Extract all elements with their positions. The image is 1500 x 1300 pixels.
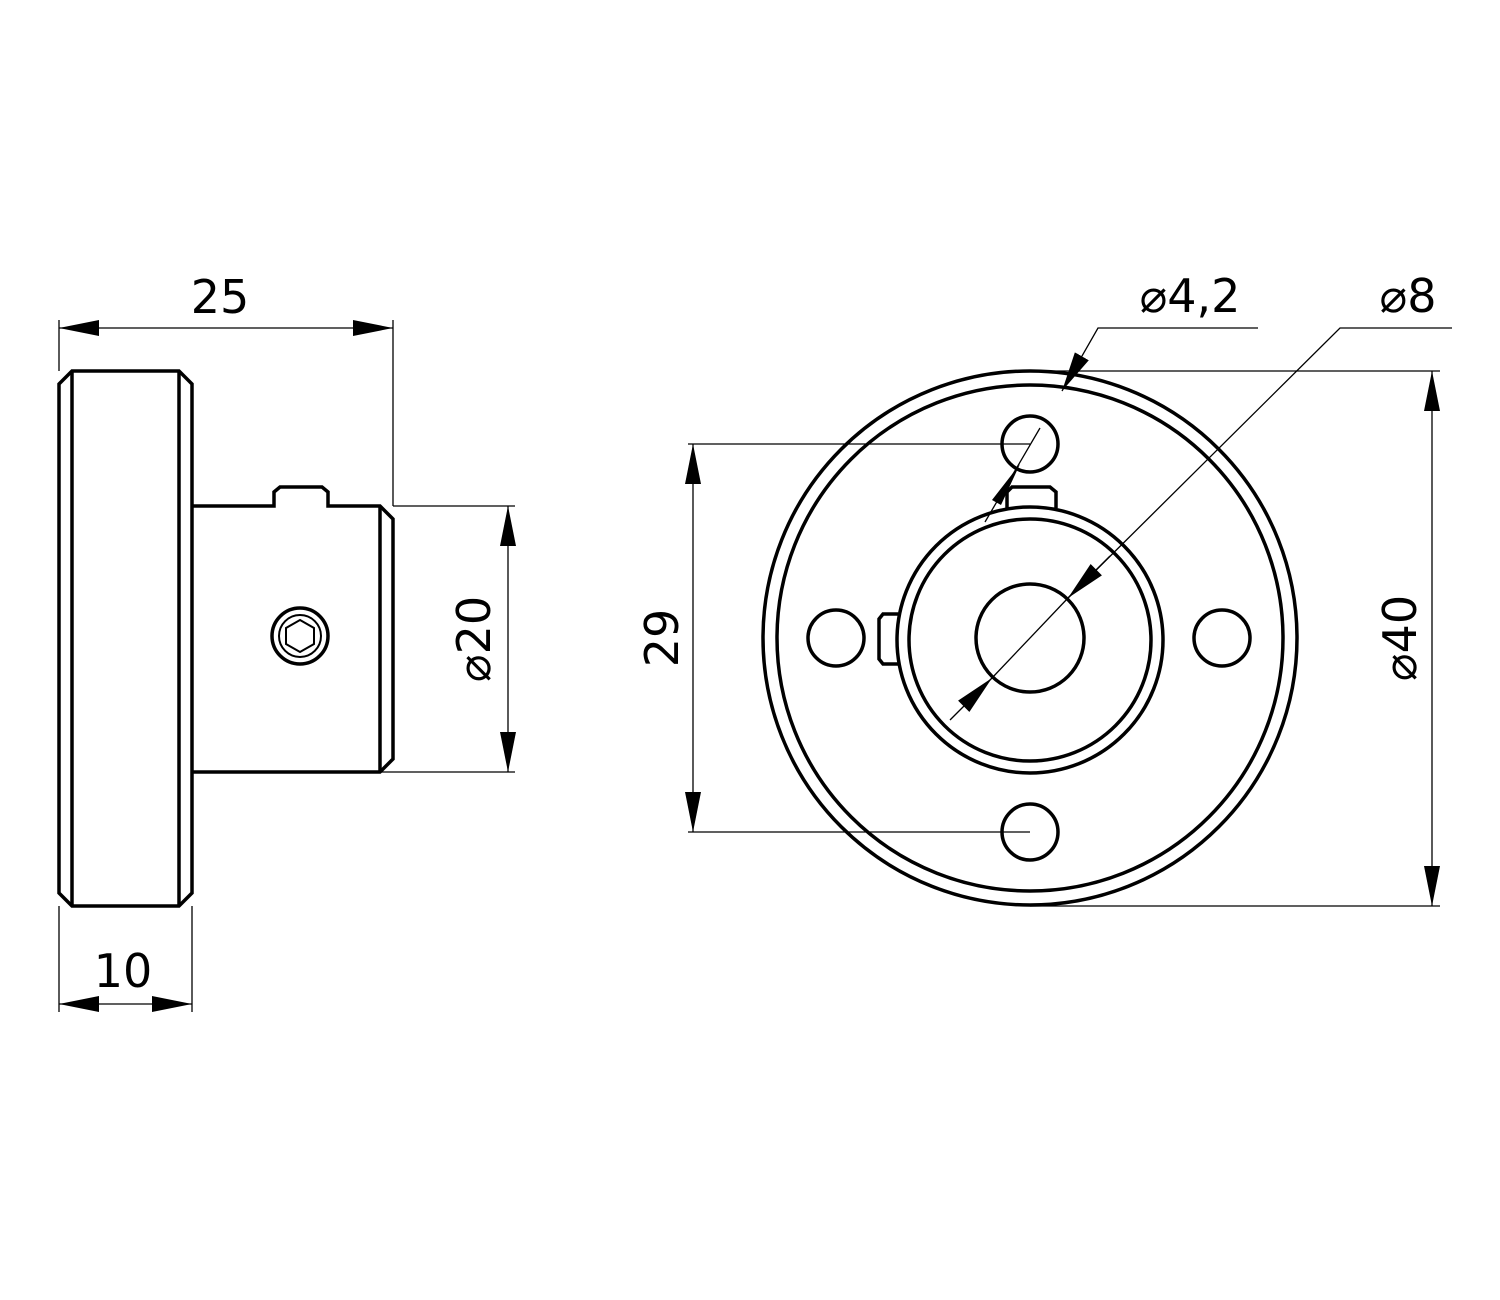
dim-overall-length: 25	[191, 270, 250, 324]
bore-leader	[1067, 327, 1452, 599]
hub-outline	[192, 485, 395, 774]
side-view: 25 10 ⌀20	[57, 270, 516, 1012]
dim-hole-diameter: ⌀4,2	[1140, 269, 1241, 323]
dim-outer-diameter: ⌀40	[1373, 595, 1427, 681]
flange-outline	[57, 369, 194, 908]
set-screw	[270, 606, 330, 666]
mounting-hole	[1192, 608, 1252, 668]
hub-circle	[895, 505, 1165, 775]
side-key	[877, 612, 898, 666]
bore-leader-arrow	[949, 677, 993, 721]
outer-chamfer-circle	[775, 383, 1285, 893]
front-view: 29 ⌀40 ⌀4,2 ⌀8	[635, 269, 1452, 907]
hole-leader-arrow	[992, 464, 1020, 505]
dim-flange-width: 10	[94, 944, 153, 998]
hub-chamfer-circle	[907, 517, 1153, 763]
mounting-hole	[806, 608, 866, 668]
dim-bore-diameter: ⌀8	[1380, 269, 1437, 323]
bore	[974, 582, 1086, 694]
dim-hub-diameter: ⌀20	[447, 596, 501, 682]
hole-leader	[1061, 327, 1258, 392]
dim-bolt-circle: 29	[635, 609, 689, 668]
top-key	[1005, 485, 1058, 508]
bore-leader-arrow	[1067, 555, 1111, 599]
